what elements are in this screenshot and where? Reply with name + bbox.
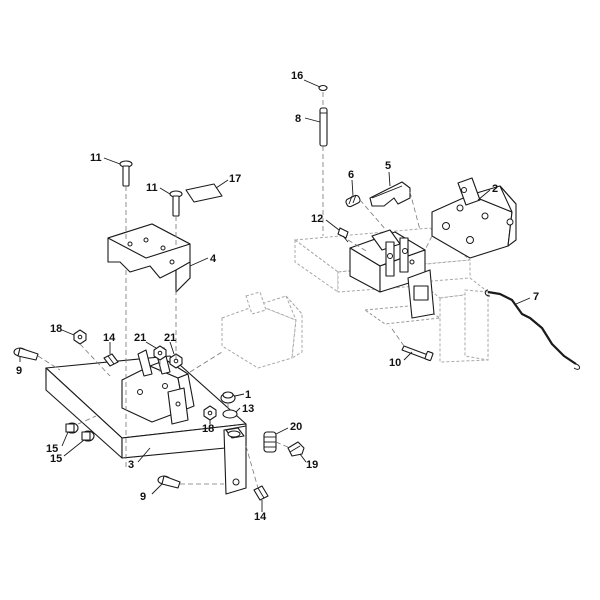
callout-9-a: 9 bbox=[16, 365, 22, 377]
callout-1: 1 bbox=[245, 389, 251, 401]
callout-10: 10 bbox=[389, 357, 401, 369]
right-bracket-assembly bbox=[349, 229, 435, 319]
part-8-pin bbox=[319, 107, 328, 147]
part-15-bumper-a bbox=[65, 422, 79, 434]
part-2-bracket bbox=[431, 177, 517, 259]
part-6-spring bbox=[345, 194, 361, 208]
callout-labels: 16 8 5 6 2 12 7 10 11 11 17 4 18 14 21 2… bbox=[16, 70, 539, 523]
part-13-washer bbox=[222, 409, 238, 419]
callout-17: 17 bbox=[229, 173, 241, 185]
callout-18-a: 18 bbox=[50, 323, 62, 335]
callout-20: 20 bbox=[290, 421, 302, 433]
callout-21-b: 21 bbox=[164, 332, 176, 344]
part-11-bolt-a bbox=[119, 160, 133, 187]
part-12-bolt bbox=[337, 227, 349, 243]
callout-11-b: 11 bbox=[146, 182, 158, 194]
callout-14-a: 14 bbox=[103, 332, 116, 344]
part-18-nut-b bbox=[203, 405, 217, 421]
part-17-plate bbox=[185, 183, 223, 203]
callout-3: 3 bbox=[128, 459, 134, 471]
callout-21-a: 21 bbox=[134, 332, 146, 344]
part-14-clip-b bbox=[253, 485, 269, 501]
part-11-bolt-b bbox=[169, 190, 183, 217]
callout-18-b: 18 bbox=[202, 423, 214, 435]
part-10-bolt bbox=[401, 345, 434, 362]
callout-16: 16 bbox=[291, 70, 303, 82]
callout-19: 19 bbox=[306, 459, 318, 471]
part-5-latch bbox=[369, 181, 411, 207]
left-guide-lines bbox=[37, 186, 291, 489]
callout-12: 12 bbox=[311, 213, 323, 225]
callout-15-a: 15 bbox=[46, 443, 58, 455]
callout-6: 6 bbox=[348, 169, 354, 181]
part-14-clip-a bbox=[103, 353, 119, 367]
part-1-cap bbox=[220, 391, 236, 404]
part-4-cover bbox=[107, 223, 191, 293]
callout-7: 7 bbox=[533, 291, 539, 303]
part-20-spring bbox=[263, 431, 277, 453]
callout-5: 5 bbox=[385, 160, 391, 172]
part-16-clip bbox=[318, 84, 328, 92]
callout-2: 2 bbox=[492, 183, 498, 195]
callout-15-b: 15 bbox=[50, 453, 62, 465]
center-mount bbox=[121, 347, 195, 425]
callout-9-b: 9 bbox=[140, 491, 146, 503]
callout-11-a: 11 bbox=[90, 152, 102, 164]
callout-8: 8 bbox=[295, 113, 301, 125]
left-rear-bracket-ghost bbox=[221, 291, 303, 369]
part-21-nut-a bbox=[153, 345, 167, 361]
callout-14-b: 14 bbox=[254, 511, 267, 523]
callout-13: 13 bbox=[242, 403, 254, 415]
leader-lines bbox=[19, 79, 531, 512]
part-15-bumper-b bbox=[81, 430, 95, 442]
part-7-rod bbox=[484, 289, 581, 370]
part-9-bolt-a bbox=[13, 347, 39, 361]
part-9-bolt-b bbox=[157, 475, 181, 489]
right-guide-lines bbox=[322, 92, 433, 347]
callout-4: 4 bbox=[210, 253, 217, 265]
part-18-nut-a bbox=[73, 329, 87, 345]
right-frame-ghost bbox=[293, 227, 490, 363]
part-19-clip bbox=[287, 441, 305, 457]
